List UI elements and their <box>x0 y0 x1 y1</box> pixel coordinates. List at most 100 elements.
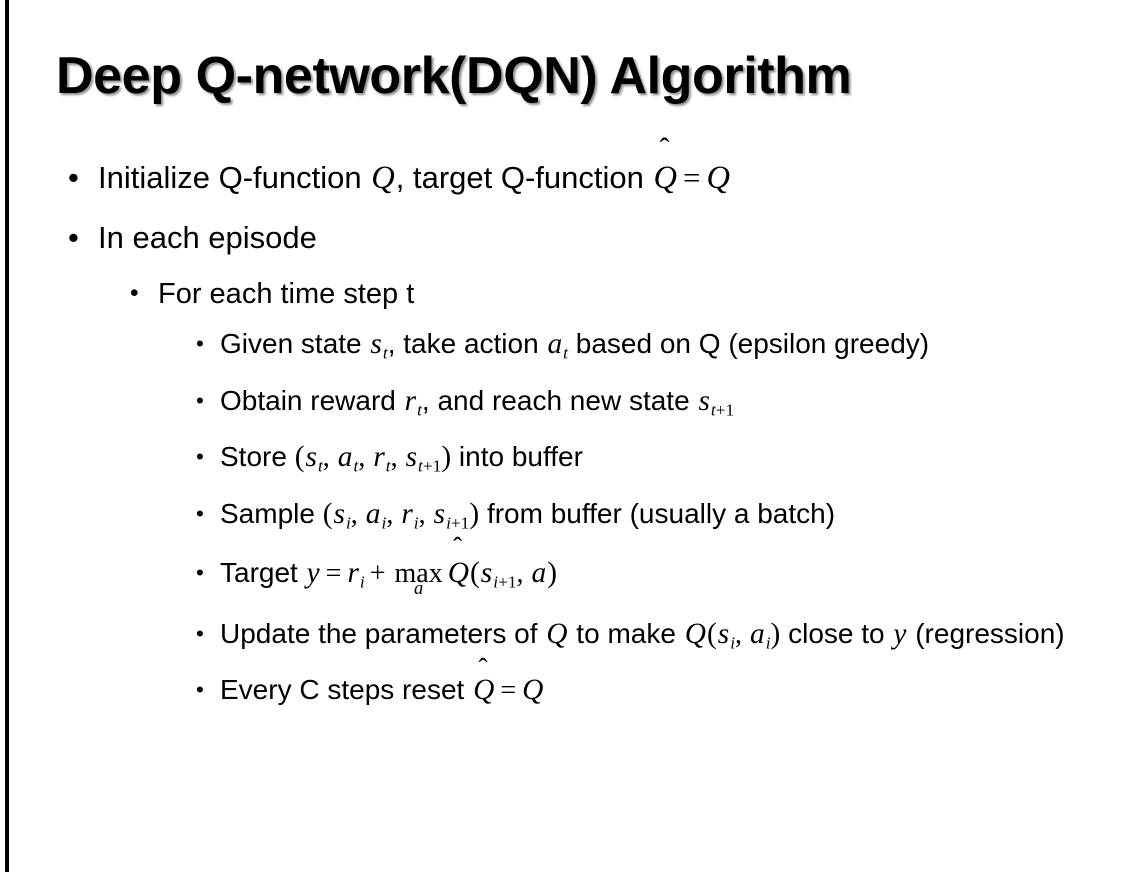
math-sub-i: i <box>765 633 771 653</box>
math-subscript: i+1 <box>493 573 516 592</box>
paren-open: ( <box>706 617 717 650</box>
math-comma: , <box>386 498 401 530</box>
bullet-text: Sample (si, ai, ri, si+1) from buffer (u… <box>220 490 1094 547</box>
text-fragment: Initialize Q-function <box>98 160 371 195</box>
math-var-q2: Q <box>684 617 706 650</box>
math-comma: , <box>390 442 405 474</box>
bullet-given-state: • Given state st, take action at based o… <box>0 320 1124 377</box>
sub-var: t <box>710 400 716 420</box>
math-var-a: a <box>547 328 563 360</box>
hat-accent: ˆ <box>659 132 670 166</box>
text-fragment: based on Q (epsilon greedy) <box>567 328 930 359</box>
math-var-s: s <box>717 617 730 650</box>
math-var-r: r <box>404 384 417 417</box>
math-equals: = <box>683 160 701 195</box>
operator-limit: a <box>414 578 424 599</box>
bullet-list: • Initialize Q-function Q, target Q-func… <box>0 134 1124 714</box>
bullet-text: Store (st, at, rt, st+1) into buffer <box>220 433 1094 490</box>
sub-offset: +1 <box>498 572 517 592</box>
sub-var: t <box>418 456 423 476</box>
math-sub-t: t <box>417 400 422 420</box>
math-var-q2: Q <box>706 160 730 196</box>
math-var-q: Q <box>371 160 395 196</box>
math-sub-t: t <box>563 343 568 363</box>
math-var-r: r <box>373 441 385 474</box>
math-sub-i: i <box>730 633 736 653</box>
hat-accent: ˆ <box>478 652 488 683</box>
bullet-text: Obtain reward rt, and reach new state st… <box>220 377 1094 434</box>
text-fragment: , take action <box>387 328 547 359</box>
paren-close: ) <box>547 557 558 590</box>
math-comma: , <box>322 442 337 474</box>
math-plus: + <box>369 558 386 590</box>
math-sub-t: t <box>385 456 391 476</box>
text-fragment: (regression) <box>907 617 1065 649</box>
math-var-y: y <box>306 557 320 590</box>
slide-title: Deep Q-network(DQN) Algorithm <box>56 47 852 105</box>
bullet-marker: • <box>196 560 204 586</box>
bullet-marker: • <box>68 220 79 255</box>
bullet-sample-batch: • Sample (si, ai, ri, si+1) from buffer … <box>0 490 1124 547</box>
sub-var: i <box>493 572 499 592</box>
text-fragment: Every C steps reset <box>220 674 473 706</box>
bullet-update-parameters: • Update the parameters of Q to make Q(s… <box>0 610 1124 667</box>
bullet-marker: • <box>196 500 204 526</box>
math-var-a: a <box>337 441 353 474</box>
bullet-obtain-reward: • Obtain reward rt, and reach new state … <box>0 377 1124 434</box>
bullet-text: Update the parameters of Q to make Q(si,… <box>220 610 1094 667</box>
text-fragment: , target Q-function <box>395 160 653 195</box>
math-var-s2: s <box>433 497 446 530</box>
sub-var: i <box>446 513 451 533</box>
math-var-a: a <box>531 557 547 590</box>
math-comma: , <box>735 618 750 650</box>
bullet-store-transition: • Store (st, at, rt, st+1) into buffer <box>0 433 1124 490</box>
text-fragment: into buffer <box>451 441 583 473</box>
paren-open: ( <box>469 557 480 590</box>
math-var-s: s <box>480 557 493 590</box>
math-comma: , <box>358 442 373 474</box>
math-var-q: Q <box>522 674 544 707</box>
math-var-q1: Q <box>546 617 568 650</box>
math-equals: = <box>325 558 342 590</box>
paren-open: ( <box>294 441 305 474</box>
math-subscript: t+1 <box>418 457 441 476</box>
math-sub-i: i <box>359 572 365 592</box>
paren-open: ( <box>322 497 333 530</box>
text-fragment: , and reach new state <box>421 384 698 416</box>
hat-base: Q <box>653 160 677 196</box>
left-edge-bar <box>5 0 9 872</box>
math-var-s: s <box>333 497 345 530</box>
math-sub-i: i <box>413 513 419 533</box>
math-var-y: y <box>893 617 907 650</box>
math-subscript: t+1 <box>711 400 734 419</box>
bullet-marker: • <box>196 387 204 413</box>
text-fragment: Update the parameters of <box>220 617 546 649</box>
bullet-marker: • <box>130 280 139 307</box>
math-subscript: i+1 <box>446 513 469 532</box>
text-fragment: from buffer (usually a batch) <box>479 497 836 529</box>
paren-close: ) <box>770 617 781 650</box>
bullet-for-each-time-step: • For each time step t <box>0 268 1124 320</box>
bullet-text: For each time step t <box>158 278 415 310</box>
operator-name: max <box>394 558 443 590</box>
text-fragment: Sample <box>220 497 323 529</box>
text-fragment: Given state <box>220 328 370 359</box>
bullet-initialize: • Initialize Q-function Q, target Q-func… <box>0 134 1124 208</box>
math-sub-t: t <box>317 456 323 476</box>
math-sub-t: t <box>353 456 359 476</box>
hat-base: Q <box>447 557 469 590</box>
math-var-a: a <box>750 617 765 650</box>
math-var-a: a <box>365 497 381 530</box>
sub-offset: +1 <box>422 456 442 476</box>
bullet-marker: • <box>196 677 204 703</box>
math-var-r: r <box>347 557 359 590</box>
math-var-s2: s <box>405 441 418 474</box>
